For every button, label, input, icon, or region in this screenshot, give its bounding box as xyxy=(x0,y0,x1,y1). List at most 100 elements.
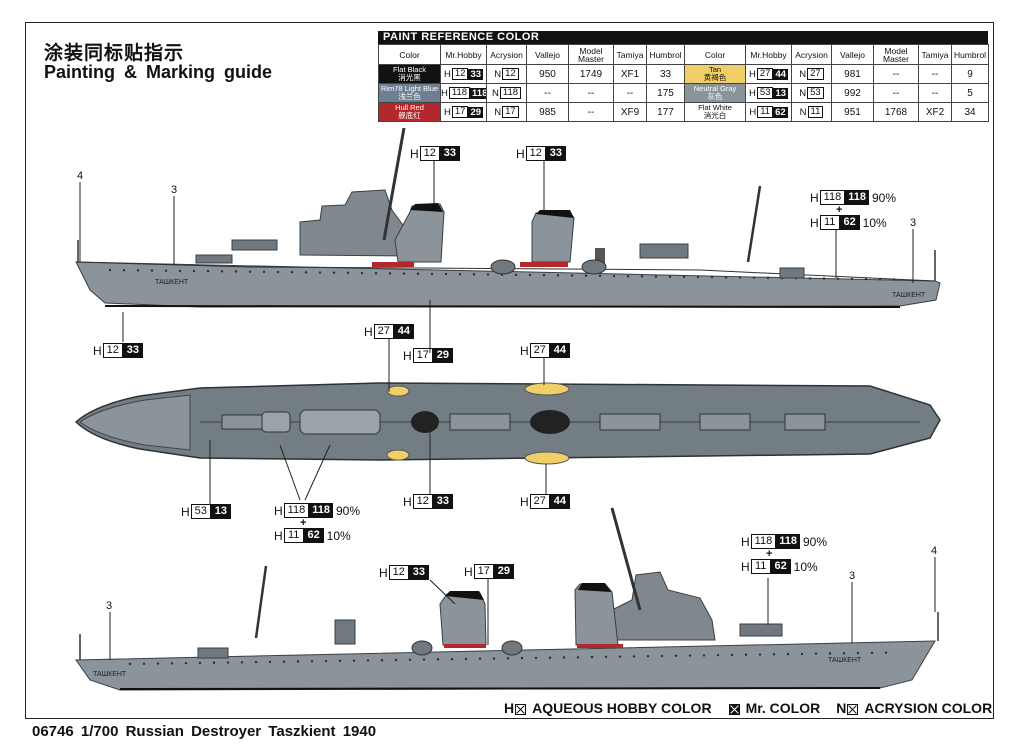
porthole xyxy=(660,654,664,658)
porthole xyxy=(556,274,560,277)
hull-bottom-profile xyxy=(75,640,936,691)
porthole xyxy=(234,270,238,273)
porthole xyxy=(402,272,406,275)
paint-table-heading: PAINT REFERENCE COLOR xyxy=(378,31,988,44)
porthole xyxy=(884,651,888,654)
porthole xyxy=(836,277,840,280)
porthole xyxy=(892,278,896,281)
porthole xyxy=(450,657,454,661)
boat-plan-4 xyxy=(524,451,570,465)
porthole xyxy=(248,270,252,273)
porthole xyxy=(814,652,818,655)
mainmast-bottom xyxy=(254,565,268,639)
porthole xyxy=(528,273,532,277)
bridge-plan xyxy=(299,409,381,435)
waterline-bottom xyxy=(119,687,881,690)
hull-marking-bottom-left: ТАШКЕНТ xyxy=(93,671,127,678)
porthole xyxy=(310,660,314,663)
funnel-aft-plan xyxy=(530,410,570,434)
boat-plan-3 xyxy=(524,382,570,396)
porthole xyxy=(156,662,160,665)
porthole xyxy=(682,275,686,279)
humbrol-code: 34 xyxy=(951,102,989,122)
funnel-fore-bottom xyxy=(439,592,487,646)
vallejo-code: 951 xyxy=(831,102,874,122)
legend-mr-color: Mr. COLOR xyxy=(728,700,820,716)
porthole xyxy=(122,268,126,272)
porthole xyxy=(164,269,168,272)
porthole xyxy=(170,662,174,665)
porthole xyxy=(626,275,630,278)
porthole xyxy=(282,660,286,663)
porthole xyxy=(752,276,756,279)
porthole xyxy=(318,271,322,274)
porthole xyxy=(702,654,706,657)
porthole xyxy=(338,659,342,663)
porthole xyxy=(710,276,714,279)
porthole xyxy=(142,662,146,665)
porthole xyxy=(548,656,552,659)
porthole xyxy=(184,661,188,665)
porthole xyxy=(856,651,860,655)
porthole xyxy=(206,269,210,273)
funnel-aft-top xyxy=(531,211,575,263)
bridge-top-profile xyxy=(299,189,411,257)
porthole xyxy=(492,657,496,660)
porthole xyxy=(332,271,336,274)
porthole xyxy=(290,270,294,274)
leader-lines xyxy=(79,160,936,660)
porthole xyxy=(772,653,776,656)
porthole xyxy=(822,277,826,280)
part-number-3-top-left: 3 xyxy=(171,184,178,196)
mix-plus-bottom: + xyxy=(766,548,773,560)
sheet-frame xyxy=(25,22,994,719)
porthole xyxy=(640,275,644,278)
porthole xyxy=(696,275,700,279)
porthole xyxy=(374,271,378,275)
porthole xyxy=(570,274,574,277)
porthole xyxy=(296,660,300,663)
foremast-bottom xyxy=(610,507,642,611)
porthole xyxy=(542,274,546,277)
porthole xyxy=(136,269,140,272)
boat-plan-2 xyxy=(386,449,410,461)
porthole xyxy=(716,653,720,657)
porthole xyxy=(212,661,216,664)
mix-plus-top: + xyxy=(836,204,843,216)
porthole xyxy=(416,272,420,275)
porthole xyxy=(744,653,748,656)
porthole xyxy=(478,657,482,660)
porthole xyxy=(324,659,328,663)
product-footer: 06746 1/700 Russian Destroyer Taszkient … xyxy=(32,723,377,740)
porthole xyxy=(618,655,622,658)
porthole xyxy=(576,656,580,659)
porthole xyxy=(864,277,868,281)
porthole xyxy=(506,657,510,660)
porthole xyxy=(758,653,762,656)
mainmast-top xyxy=(746,185,762,263)
mix-plus-plan: + xyxy=(300,517,307,529)
porthole xyxy=(632,655,636,658)
porthole xyxy=(150,269,154,272)
porthole xyxy=(276,270,280,274)
boat-plan-1 xyxy=(386,385,410,397)
gun-mount-aft-plan xyxy=(784,413,826,431)
